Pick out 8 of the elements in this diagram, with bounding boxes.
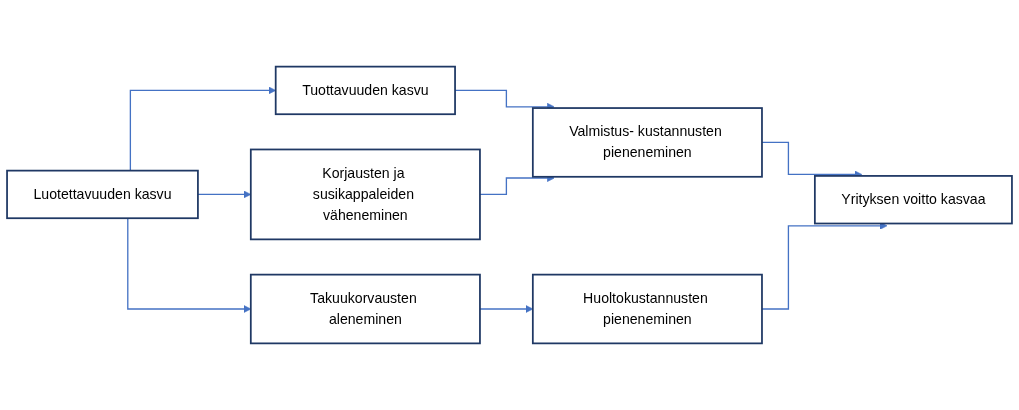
node-box: Luotettavuuden kasvu: [6, 169, 199, 220]
node-box: Takuukorvausten aleneminen: [249, 273, 481, 345]
node-box: Yrityksen voitto kasvaa: [814, 175, 1013, 225]
node-box: Huoltokustannusten pieneneminen: [531, 273, 763, 345]
node-box: Tuottavuuden kasvu: [274, 65, 456, 116]
node-box: Valmistus- kustannusten pieneneminen: [531, 107, 763, 178]
arrow: [479, 174, 555, 196]
node-box: Korjausten ja susikappaleiden väheneminen: [249, 148, 481, 241]
